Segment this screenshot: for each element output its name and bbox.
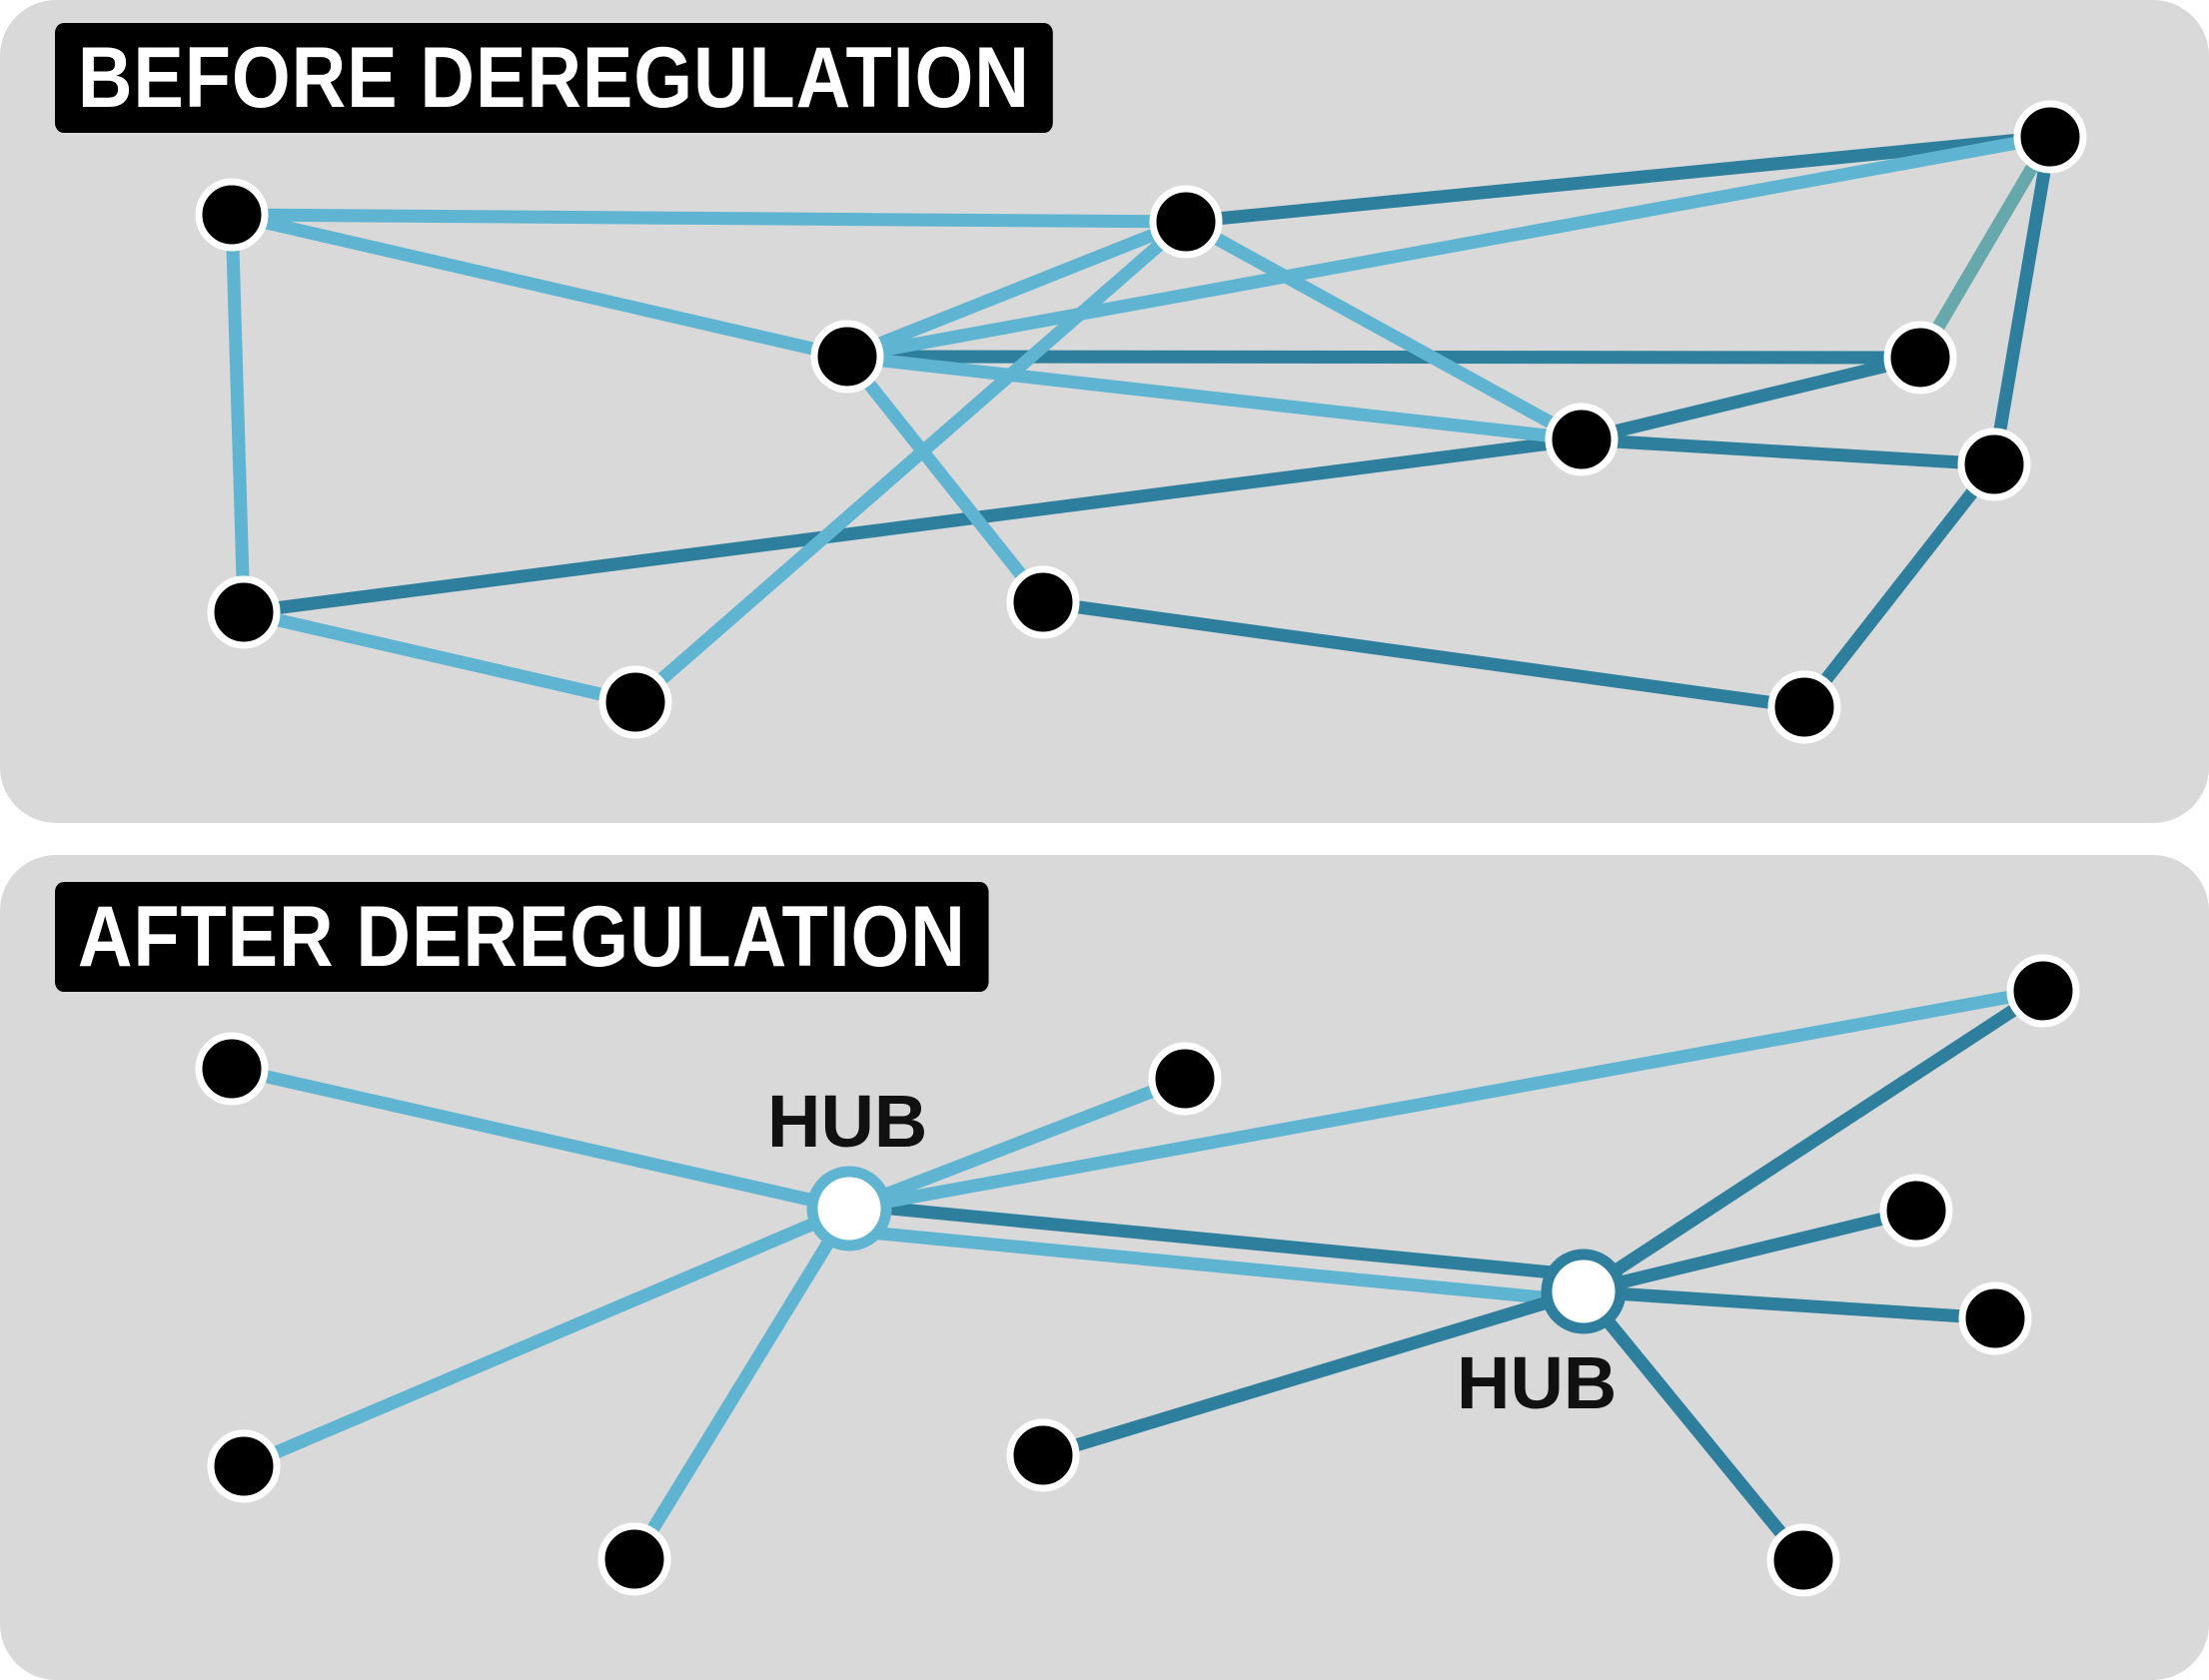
city-node-J — [597, 1522, 671, 1596]
city-node-H — [207, 1429, 281, 1503]
after-network: HUB HUB — [195, 954, 2080, 1597]
city-node-G — [1883, 321, 1957, 395]
route-J-L — [1042, 595, 1805, 714]
before-deregulation-panel: BEFORE DEREGULATION — [0, 0, 2209, 823]
route-A-C — [230, 208, 849, 364]
city-node-C — [810, 320, 884, 394]
route-A-B — [225, 214, 251, 613]
hub-node-left — [806, 1166, 892, 1252]
spoke-H2-G — [1583, 1284, 1996, 1325]
before-title: BEFORE DEREGULATION — [55, 23, 1053, 133]
route-F-G — [1580, 351, 1922, 446]
route-E-F — [1182, 216, 1586, 445]
city-node-I — [1766, 1523, 1840, 1597]
spoke-H1-B — [847, 984, 2045, 1216]
hub-node-right — [1541, 1249, 1627, 1334]
city-node-E — [1148, 1042, 1222, 1116]
city-node-A — [195, 1032, 269, 1106]
spoke-H1-A — [230, 1062, 851, 1216]
city-node-D — [1879, 1174, 1953, 1248]
route-F-I — [1581, 432, 1995, 471]
hub-link-light — [848, 1224, 1585, 1308]
city-node-H — [598, 665, 672, 739]
city-node-J — [1006, 565, 1080, 639]
spoke-H1-H — [241, 1203, 852, 1472]
after-deregulation-panel: HUB HUB AFTER DEREGULATION — [0, 855, 2209, 1680]
spoke-H2-D — [1582, 1204, 1918, 1298]
route-D-C — [845, 130, 2052, 364]
hub-label-right: HUB — [1457, 1341, 1617, 1424]
hub-link-dark — [848, 1198, 1585, 1282]
city-node-E — [1149, 185, 1223, 259]
route-I-L — [1798, 459, 2000, 712]
hub-label-left: HUB — [767, 1080, 927, 1163]
city-node-B — [2006, 954, 2080, 1028]
route-E-H — [630, 217, 1191, 707]
city-node-B — [207, 575, 281, 649]
spoke-H1-E — [846, 1072, 1188, 1216]
route-A-E — [231, 208, 1187, 229]
route-D-E — [1185, 130, 2051, 229]
city-node-I — [1957, 427, 2031, 501]
city-node-G — [1958, 1281, 2032, 1355]
route-C-F — [846, 350, 1583, 446]
before-network — [195, 100, 2087, 744]
spoke-H2-B — [1580, 985, 2047, 1297]
spoke-H1-J — [628, 1205, 855, 1563]
route-D-G — [1914, 133, 2056, 362]
route-C-G — [846, 350, 1921, 365]
route-B-H — [242, 605, 637, 709]
city-node-F — [1545, 403, 1619, 476]
route-C-J — [841, 352, 1049, 607]
route-B-F — [243, 432, 1583, 619]
city-node-L — [1006, 1418, 1080, 1492]
city-node-A — [195, 178, 269, 252]
city-node-D — [2013, 100, 2087, 174]
route-C-E — [844, 215, 1189, 364]
route-D-I — [1987, 135, 2057, 466]
city-node-L — [1767, 670, 1841, 744]
spoke-H2-L — [1041, 1284, 1586, 1462]
spoke-H2-I — [1578, 1286, 1809, 1565]
after-title: AFTER DEREGULATION — [55, 882, 989, 992]
